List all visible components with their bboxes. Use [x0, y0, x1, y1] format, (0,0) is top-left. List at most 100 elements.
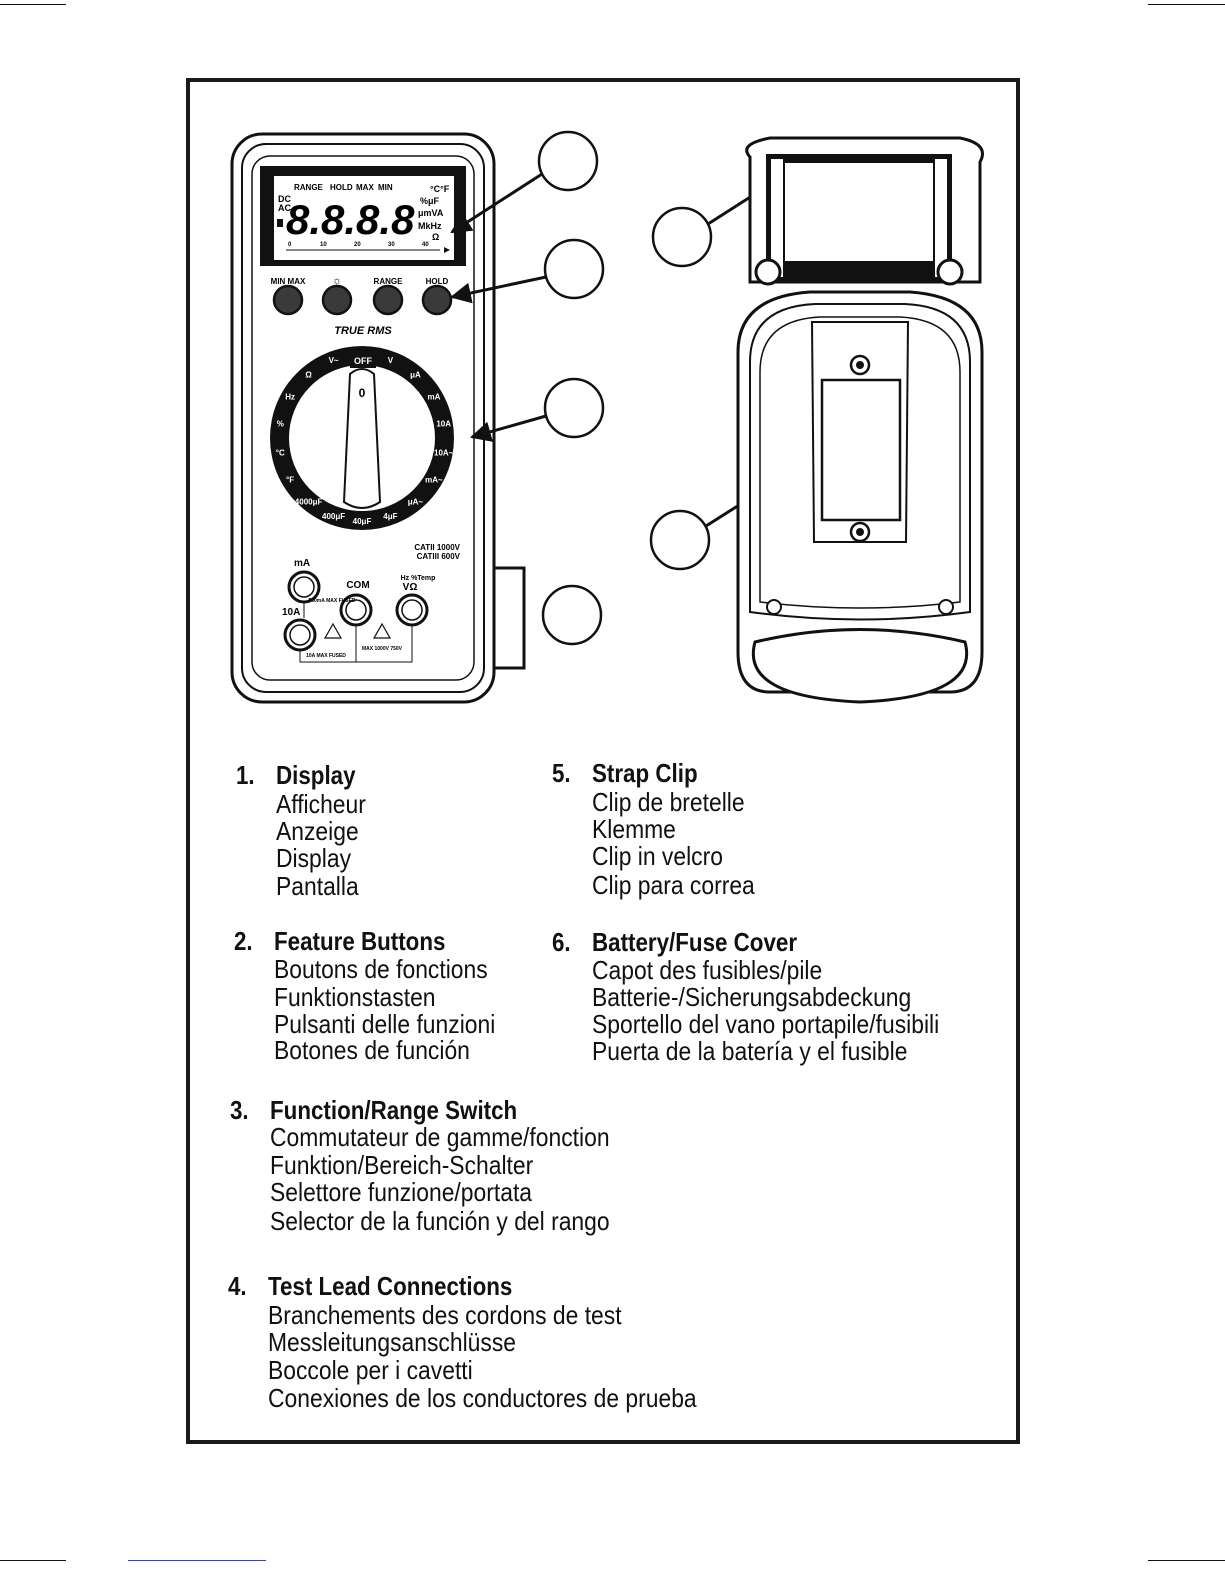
callout-circle-2	[543, 238, 605, 300]
legend-translation: Boccole per i cavetti	[268, 1355, 473, 1385]
legend-translation: Klemme	[592, 814, 676, 844]
lcd-dc-label: DC	[278, 194, 291, 204]
button-label-minmax: MIN MAX	[271, 277, 306, 286]
meter-front: RANGE HOLD MAX MIN DC AC 8.8.8.8 °C°F %μ…	[230, 132, 526, 704]
callout-circle-5	[651, 206, 713, 268]
lcd-unit-ohm: Ω	[432, 232, 439, 242]
dial-position-label: μA~	[408, 498, 424, 507]
dial-position-label: 10A~	[434, 448, 454, 457]
callout-circle-6	[649, 509, 711, 571]
legend-translation: Afficheur	[276, 789, 366, 819]
crop-mark	[0, 1560, 66, 1561]
dial-position-label: mA	[427, 393, 440, 402]
bargraph-tick: 10	[320, 242, 327, 248]
bargraph-tick: 0	[288, 242, 292, 248]
legend-number: 2.	[234, 926, 253, 956]
range-button	[372, 284, 404, 316]
legend-translation: Capot des fusibles/pile	[592, 955, 823, 985]
button-label-hold: HOLD	[426, 277, 449, 286]
lcd-range-label: RANGE	[294, 183, 324, 192]
lcd-unit-temp: °C°F	[430, 184, 450, 194]
cat-rating-line1: CATII 1000V	[414, 543, 460, 552]
dial-position-label: 400μF	[322, 512, 345, 521]
legend-number: 4.	[228, 1271, 247, 1301]
legend-translation: Branchements des cordons de test	[268, 1300, 622, 1330]
legend-translation: Funktionstasten	[274, 982, 436, 1012]
case-screw-icon	[766, 599, 782, 615]
lcd-unit-hz: MkHz	[418, 221, 442, 231]
case-screw-icon	[938, 599, 954, 615]
backlight-button	[321, 284, 353, 316]
legend-title: Function/Range Switch	[270, 1095, 518, 1125]
dial-position-label: °C	[276, 448, 285, 457]
dial-position-label: 10A	[436, 420, 451, 429]
legend-number: 3.	[230, 1095, 249, 1125]
strap-clip	[783, 161, 935, 263]
dial-position-label: 40μF	[353, 517, 372, 526]
legend-translation: Commutateur de gamme/fonction	[270, 1122, 610, 1152]
dial-position-label: 4000μF	[295, 498, 323, 507]
legend-translation: Messleitungsanschlüsse	[268, 1327, 516, 1357]
lcd-hold-label: HOLD	[330, 183, 353, 192]
figure-frame: RANGE HOLD MAX MIN DC AC 8.8.8.8 °C°F %μ…	[186, 78, 1020, 1444]
warning-icon	[323, 622, 343, 639]
input-jacks: mA 10A COM Hz %Temp VΩ 500mA MAX FUSED 1…	[282, 558, 436, 663]
legend-translation: Batterie-/Sicherungsabdeckung	[592, 982, 912, 1012]
crop-mark	[1148, 4, 1225, 5]
callout-markers	[537, 130, 713, 646]
callout-circle-4	[541, 584, 603, 646]
lcd-display	[274, 176, 454, 260]
legend-number: 5.	[552, 758, 571, 788]
lcd-unit-percent: %μF	[420, 196, 440, 206]
max-voltage-note: MAX 1000V 750V	[362, 646, 403, 652]
v-jack-sublabel: Hz %Temp	[401, 575, 436, 582]
legend-translation: Pulsanti delle funzioni	[274, 1009, 496, 1039]
legend-translation: Boutons de fonctions	[274, 954, 488, 984]
legend-translation: Funktion/Bereich-Schalter	[270, 1150, 534, 1180]
legend-translation: Botones de función	[274, 1035, 470, 1065]
dial-position-label: °F	[286, 476, 294, 485]
legend-title: Test Lead Connections	[268, 1271, 513, 1301]
legend-title: Strap Clip	[592, 758, 698, 788]
legend-translation: Anzeige	[276, 816, 359, 846]
legend-title: Display	[276, 760, 356, 790]
callout-circle-3	[543, 377, 605, 439]
legend-translation: Display	[276, 843, 352, 873]
multimeter-diagram: RANGE HOLD MAX MIN DC AC 8.8.8.8 °C°F %μ…	[230, 130, 984, 704]
crop-mark	[128, 1560, 266, 1561]
meter-back	[736, 136, 984, 704]
legend-translation: Sportello del vano portapile/fusibili	[592, 1009, 940, 1039]
function-dial: 0 OFF V~ΩHz%°C°F4000μF400μF40μF4μFμA~mA~…	[270, 346, 454, 530]
bargraph-tick: 20	[354, 242, 361, 248]
dial-position-label: Hz	[285, 393, 295, 402]
legend-translation: Clip para correa	[592, 870, 755, 900]
legend-title: Battery/Fuse Cover	[592, 927, 798, 957]
legend-translation: Selector de la función y del rango	[270, 1206, 610, 1236]
dial-position-label: mA~	[425, 476, 443, 485]
crop-mark	[1148, 1560, 1225, 1561]
crop-mark	[0, 4, 66, 5]
legend-translation: Clip in velcro	[592, 841, 723, 871]
warning-icon	[372, 622, 392, 639]
bargraph-tick: 30	[388, 242, 395, 248]
tilt-stand	[751, 628, 969, 704]
fuse-note-ma: 500mA MAX FUSED	[308, 598, 355, 604]
cat-rating-line2: CATIII 600V	[417, 552, 461, 561]
dial-position-label: 4μF	[383, 512, 397, 521]
legend-translation: Clip de bretelle	[592, 787, 745, 817]
legend-translation: Conexiones de los conductores de prueba	[268, 1383, 697, 1413]
dial-position-label: Ω	[305, 370, 312, 379]
dial-position-label: V	[388, 356, 394, 365]
com-jack-label: COM	[346, 580, 369, 591]
lcd-digits: 8.8.8.8	[286, 196, 415, 243]
lcd-max-label: MAX	[356, 183, 374, 192]
svg-text:0: 0	[359, 386, 366, 400]
callout-circle-1	[537, 130, 599, 192]
button-label-range: RANGE	[374, 277, 404, 286]
bargraph-arrow-icon	[444, 247, 450, 253]
legend-translation: Puerta de la batería y el fusible	[592, 1036, 908, 1066]
lcd-unit-mva: μmVA	[418, 208, 444, 218]
true-rms-label: TRUE RMS	[334, 325, 392, 337]
dial-off-label: OFF	[354, 356, 372, 366]
lcd-top-labels: RANGE HOLD MAX MIN	[294, 183, 393, 192]
